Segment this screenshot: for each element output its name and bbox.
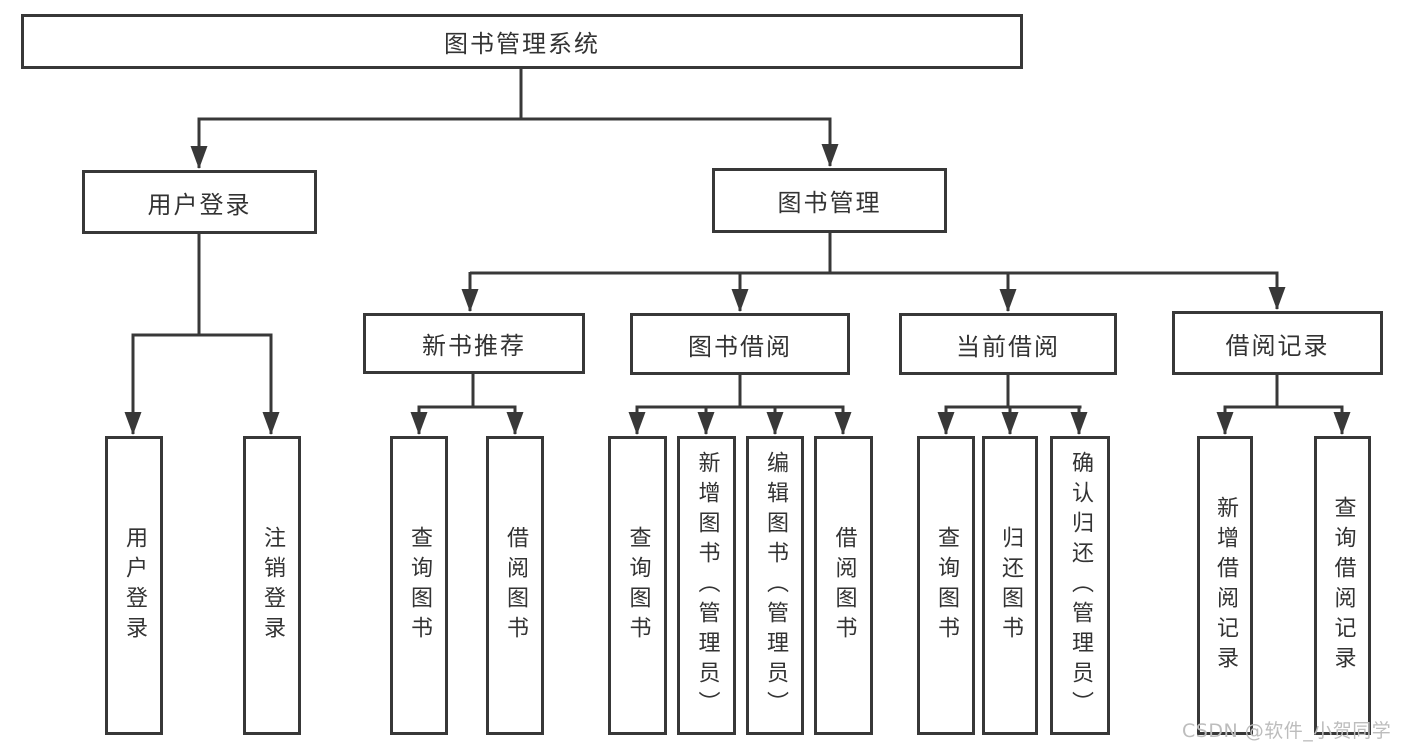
leaf-borrow-books-1: 借阅图书 [486, 436, 544, 735]
node-label: 借阅记录 [1225, 331, 1330, 360]
leaf-label: 查询图书 [934, 525, 959, 646]
leaf-label: 确认归还（管理员） [1068, 450, 1093, 721]
node-new-book-recommend: 新书推荐 [363, 313, 585, 374]
leaf-label: 借阅图书 [503, 525, 528, 646]
leaf-label: 注销登录 [260, 525, 285, 646]
leaf-add-books-admin: 新增图书（管理员） [677, 436, 736, 735]
leaf-borrow-books-2: 借阅图书 [814, 436, 873, 735]
leaf-label: 用户登录 [122, 525, 147, 646]
node-label: 图书管理系统 [444, 30, 600, 58]
leaf-query-borrow-record: 查询借阅记录 [1314, 436, 1371, 735]
node-book-borrowing: 图书借阅 [630, 313, 850, 375]
node-current-borrowing: 当前借阅 [899, 313, 1117, 375]
leaf-query-books-1: 查询图书 [390, 436, 448, 735]
leaf-query-books-2: 查询图书 [608, 436, 667, 735]
node-user-login: 用户登录 [82, 170, 317, 234]
leaf-label: 查询图书 [407, 525, 432, 646]
node-label: 新书推荐 [422, 332, 526, 360]
leaf-return-books: 归还图书 [982, 436, 1038, 735]
leaf-label: 查询图书 [625, 525, 651, 646]
leaf-query-books-3: 查询图书 [917, 436, 975, 735]
leaf-label: 归还图书 [998, 525, 1023, 646]
csdn-watermark: CSDN @软件_小贺同学 [1182, 720, 1392, 742]
leaf-label: 查询借阅记录 [1330, 495, 1356, 676]
node-label: 图书借阅 [688, 332, 792, 361]
node-borrowing-records: 借阅记录 [1172, 311, 1383, 375]
node-label: 当前借阅 [956, 332, 1060, 361]
leaf-label: 新增借阅记录 [1213, 495, 1238, 676]
leaf-label: 借阅图书 [831, 525, 857, 646]
node-library-management-system: 图书管理系统 [21, 14, 1023, 69]
node-label: 用户登录 [147, 190, 252, 219]
leaf-label: 新增图书（管理员） [694, 450, 720, 721]
leaf-label: 编辑图书（管理员） [763, 450, 788, 721]
node-book-management: 图书管理 [712, 168, 947, 233]
node-label: 图书管理 [777, 189, 882, 217]
leaf-logout: 注销登录 [243, 436, 301, 735]
leaf-user-login: 用户登录 [105, 436, 163, 735]
leaf-edit-books-admin: 编辑图书（管理员） [746, 436, 804, 735]
leaf-confirm-return-admin: 确认归还（管理员） [1050, 436, 1110, 735]
leaf-add-borrow-record: 新增借阅记录 [1197, 436, 1253, 735]
